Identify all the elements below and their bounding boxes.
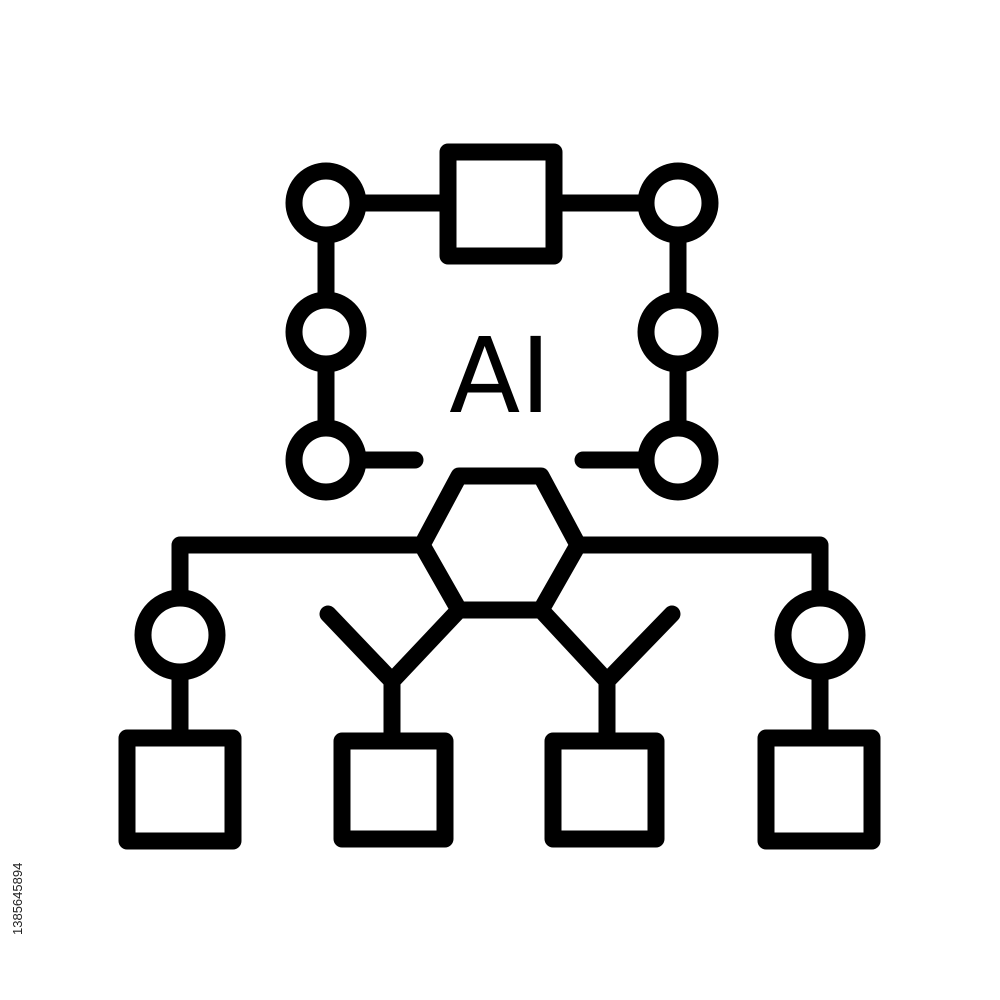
bottom-square-2 (333, 732, 454, 848)
right-middle-node-circle (637, 291, 719, 373)
right-bottom-node-circle (637, 419, 719, 501)
bottom-square-4 (757, 729, 881, 850)
top-left-node-circle (285, 162, 367, 244)
right-outer-node-circle (774, 589, 866, 681)
icon-strokes (118, 143, 881, 850)
left-middle-node-circle (285, 291, 367, 373)
top-center-node-square (439, 143, 563, 265)
bottom-square-1 (118, 729, 242, 850)
bottom-square-3 (544, 732, 665, 848)
inner-right-diagonal (532, 601, 616, 690)
ai-label: AI (449, 315, 551, 437)
stock-id-watermark: 1385645894 (10, 862, 25, 935)
inner-right-fork-arm (598, 605, 681, 690)
left-bottom-node-circle (285, 419, 367, 501)
top-right-node-circle (637, 162, 719, 244)
left-branch-line (171, 536, 431, 607)
right-branch-line (569, 536, 829, 607)
central-hexagon (413, 467, 587, 619)
left-outer-node-circle (134, 589, 226, 681)
inner-left-diagonal (383, 601, 468, 690)
inner-left-fork-arm (319, 605, 401, 690)
